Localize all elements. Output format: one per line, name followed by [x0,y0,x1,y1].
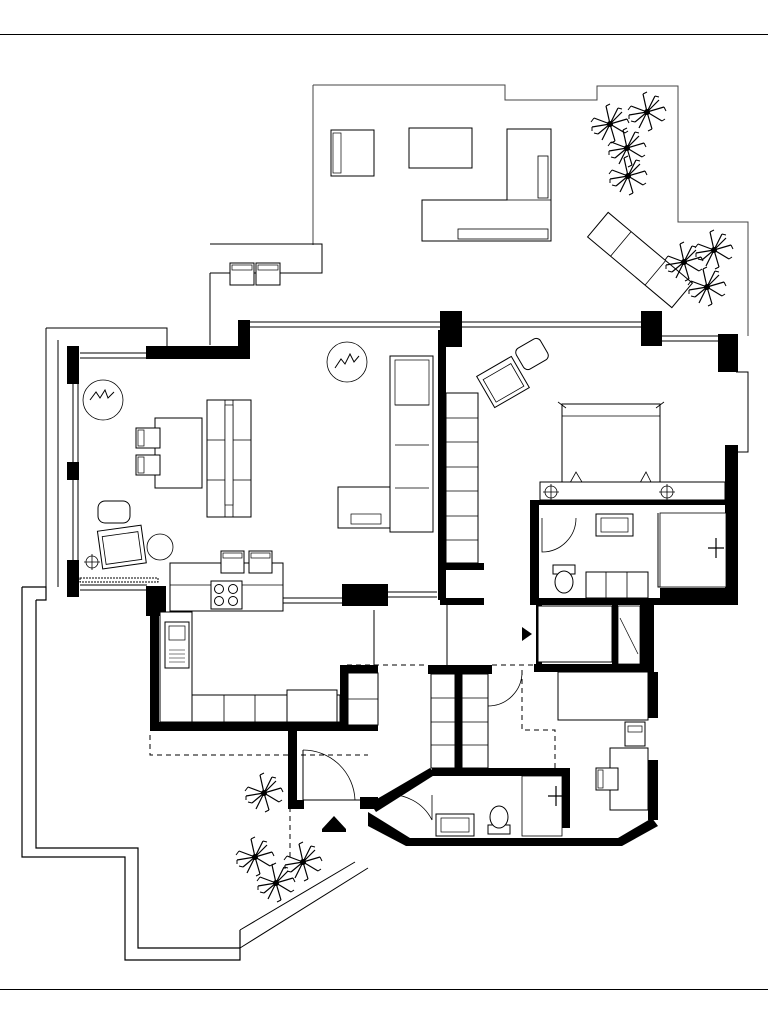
storage-cabinet-icon [430,673,456,769]
cooktop-icon [210,580,243,610]
desk-chair-icon [595,767,619,791]
top-border-line [0,34,768,35]
plant-icon [590,103,630,144]
dining-table-icon [154,417,203,489]
single-bed-icon [557,671,649,721]
plant-icon [694,229,734,270]
terrace-stool-icon [255,262,281,286]
sun-lounger-icon [586,211,694,309]
storage-cabinet-icon [585,571,649,599]
shower-icon [521,775,563,837]
plant-icon [608,155,648,196]
rug-fringe-icon [79,577,159,583]
toilet-icon [487,805,511,835]
bedroom [475,337,726,501]
side-table-icon [624,721,646,747]
roof-terrace [209,84,749,345]
plant-icon [607,127,647,168]
living-room [79,341,434,583]
coffee-table-icon [206,399,252,518]
armchair-icon [475,355,531,409]
walls [67,311,738,846]
wardrobe-icon [445,392,479,564]
plant-icon [687,266,727,307]
floor-lamp-icon [83,553,101,571]
headboard-icon [539,481,726,501]
ottoman-icon [97,500,131,524]
plant-icon [244,772,284,813]
entrance-arrow-icon [322,816,346,829]
terrace-stool-icon [229,262,255,286]
bottom-border-line [0,989,768,990]
closet-icon [537,605,613,663]
plant-icon [256,862,296,903]
ensuite-bathroom [537,512,727,665]
outdoor-armchair-icon [330,129,375,177]
shower-icon [659,512,727,588]
study-bedroom [557,671,649,811]
bar-stool-icon [220,550,245,574]
outdoor-sectional-sofa-icon [421,128,552,242]
dining-chair-icon [135,427,161,449]
sink-icon [164,621,190,669]
plant-pot-icon [82,379,124,421]
section-marker-icon [522,627,532,641]
toilet-icon [552,564,576,594]
ottoman-icon [515,337,549,371]
armchair-icon [96,524,147,570]
kitchen [159,550,379,726]
side-table-icon [146,533,174,561]
dining-chair-icon [135,454,161,476]
bathroom [435,775,564,837]
sofa-icon [337,355,434,533]
plant-icon [627,91,667,132]
plant-icon [235,836,275,877]
storage-cabinet-icon [461,673,489,769]
entrance-hall [302,392,532,832]
outdoor-table-icon [408,127,473,169]
oven-icon [286,689,338,723]
garden-terrace [21,327,369,961]
bar-stool-icon [248,550,273,574]
plant-pot-icon [326,341,368,383]
